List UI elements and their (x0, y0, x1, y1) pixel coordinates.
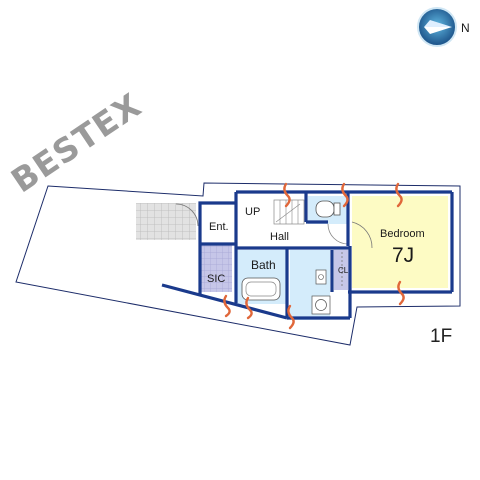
bedroom (352, 196, 448, 288)
bedroom-size-label: 7J (392, 244, 414, 267)
entrance-floor (200, 203, 236, 240)
bath-label: Bath (251, 258, 276, 272)
closet-label: CL (338, 266, 349, 275)
floor-label: 1F (430, 326, 453, 347)
hall-label: Hall (270, 231, 289, 243)
toilet-door-swing (327, 223, 349, 245)
bathtub-icon (241, 277, 281, 301)
site-boundary (15, 182, 461, 346)
bedroom-label: Bedroom (380, 228, 425, 240)
entrance-porch (136, 203, 196, 240)
stairs-up-label: UP (245, 206, 260, 218)
washbasin-icon (315, 269, 327, 285)
walls (198, 190, 454, 320)
compass-north-label: N (461, 21, 470, 35)
washing-machine-icon (311, 295, 331, 315)
entrance-door-swing (175, 203, 199, 227)
sic-label: SIC (207, 273, 225, 285)
toilet-icon (315, 200, 341, 218)
sic-room (200, 244, 232, 292)
bedroom-door-swing (351, 221, 373, 249)
window-arrow-icons (223, 182, 405, 330)
compass-icon (417, 7, 457, 47)
entrance-label: Ent. (209, 221, 229, 233)
